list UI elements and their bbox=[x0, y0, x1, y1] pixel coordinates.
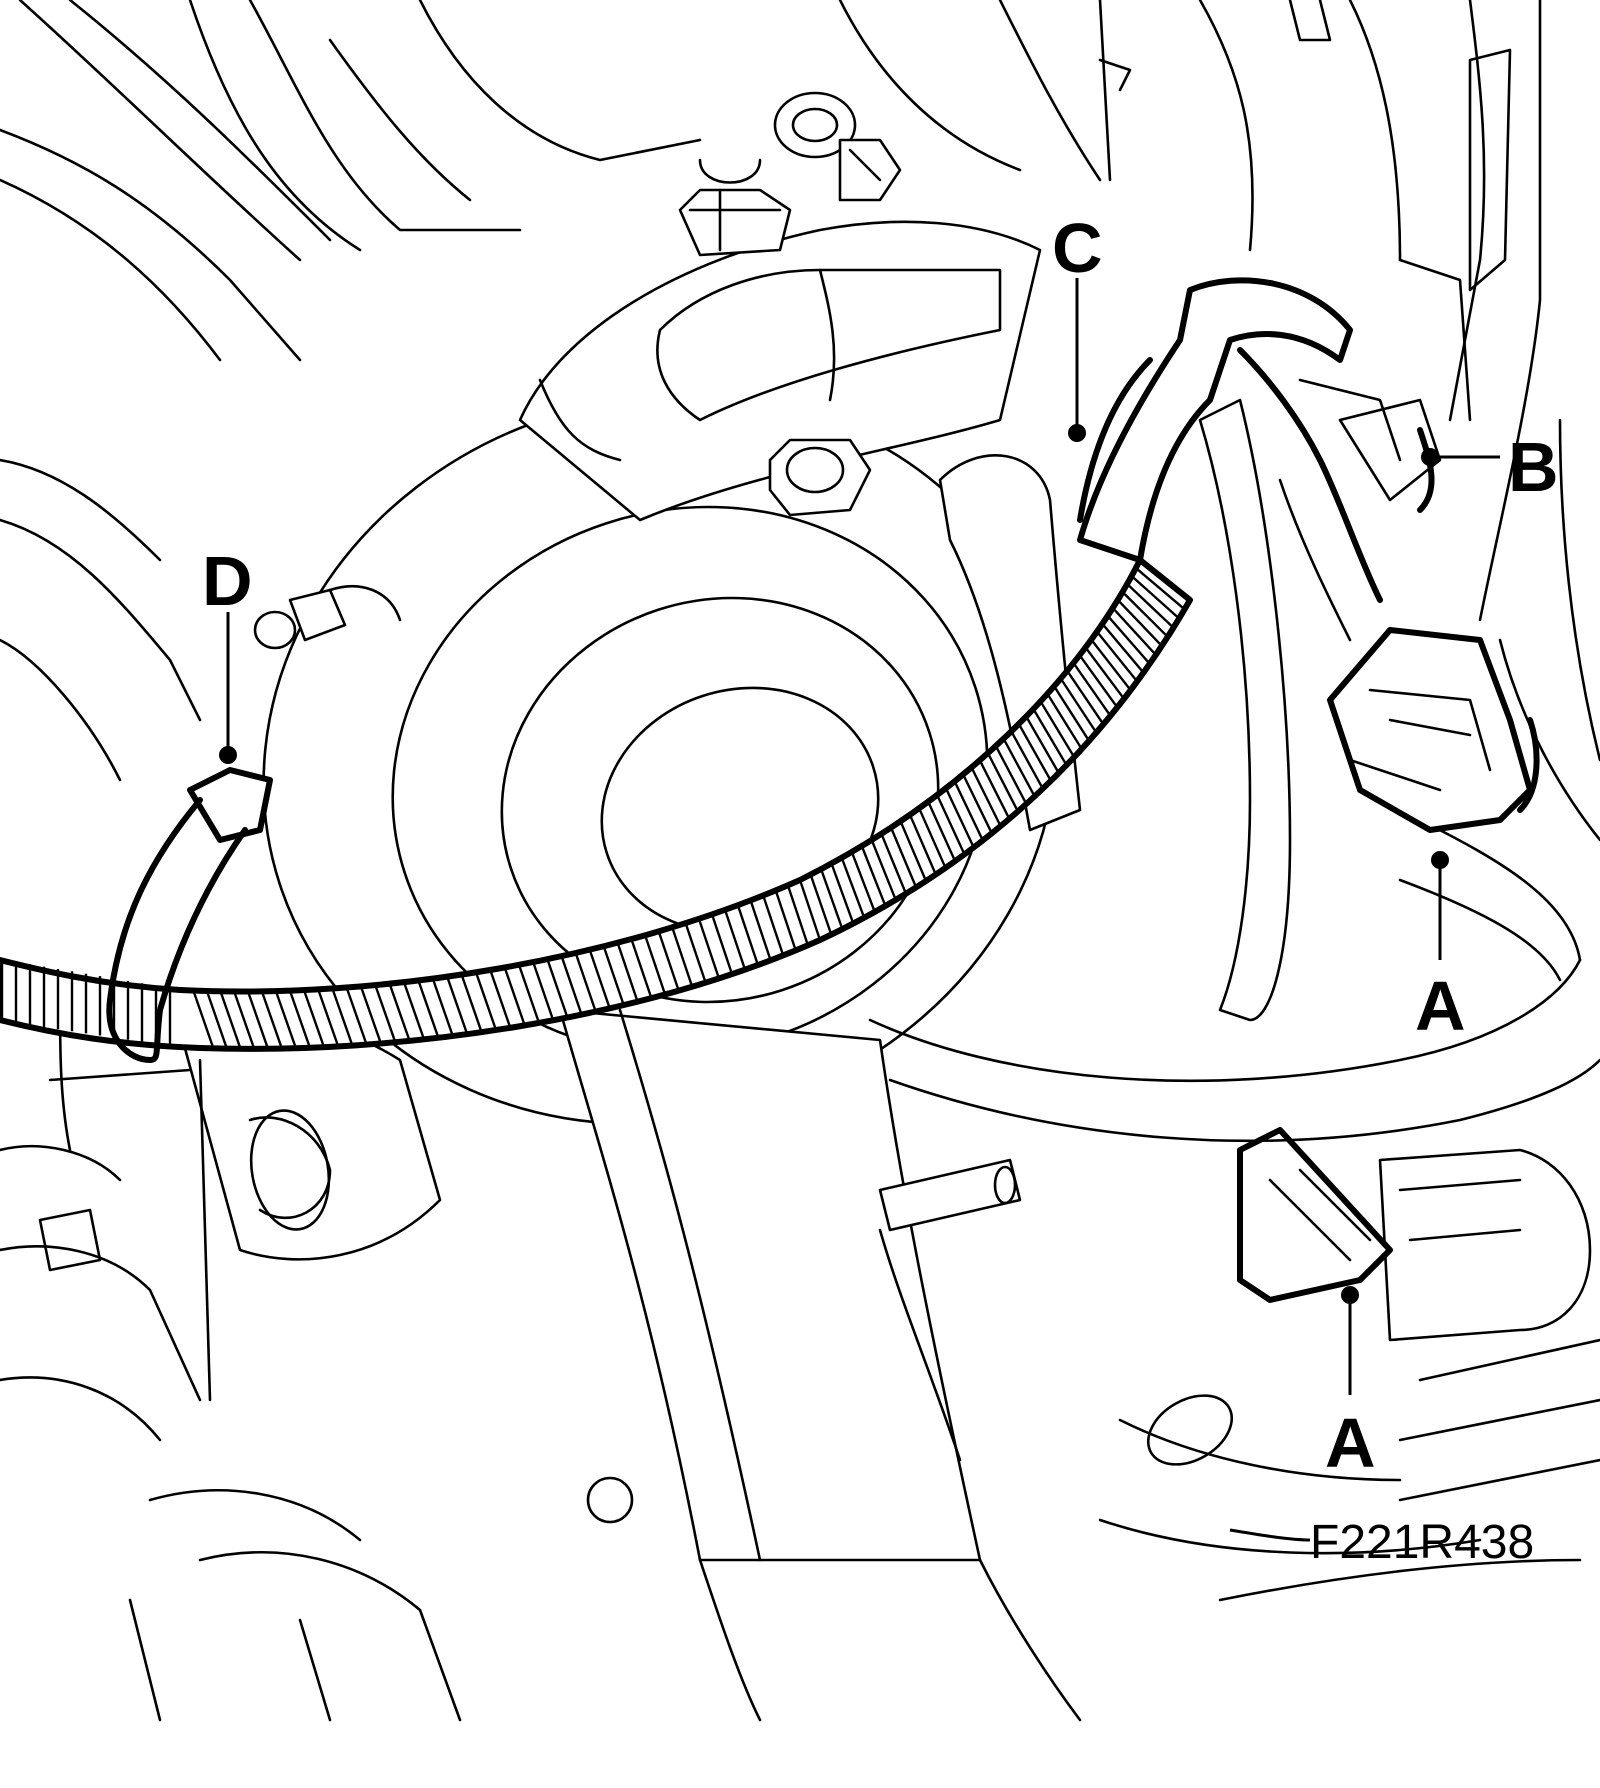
exhaust-pipes bbox=[558, 1008, 1234, 1722]
turbocharger-housing bbox=[178, 91, 1058, 1261]
pipe-loop bbox=[868, 818, 1600, 1143]
lower-right-structure bbox=[1098, 1127, 1600, 1602]
sensor-connector bbox=[1278, 378, 1533, 833]
engine-background-linework bbox=[0, 0, 1600, 842]
callout-leaders bbox=[219, 278, 1500, 1542]
wire-harness bbox=[0, 277, 1540, 1063]
leader-a1-dot bbox=[1431, 851, 1449, 869]
leader-figref bbox=[1229, 1528, 1311, 1542]
leader-b-dot bbox=[1421, 448, 1439, 466]
callout-labels: C B A A D F221R438 bbox=[202, 209, 1559, 1569]
callout-a1: A bbox=[1415, 967, 1466, 1045]
callout-b: B bbox=[1508, 428, 1559, 506]
callout-a2: A bbox=[1325, 1404, 1376, 1482]
callout-c: C bbox=[1052, 209, 1103, 287]
callout-d: D bbox=[202, 542, 253, 620]
leader-c-dot bbox=[1068, 424, 1086, 442]
leader-a2-dot bbox=[1341, 1286, 1359, 1304]
lower-left-structure bbox=[0, 998, 462, 1722]
figure-reference: F221R438 bbox=[1310, 1516, 1534, 1569]
leader-d-dot bbox=[219, 746, 237, 764]
